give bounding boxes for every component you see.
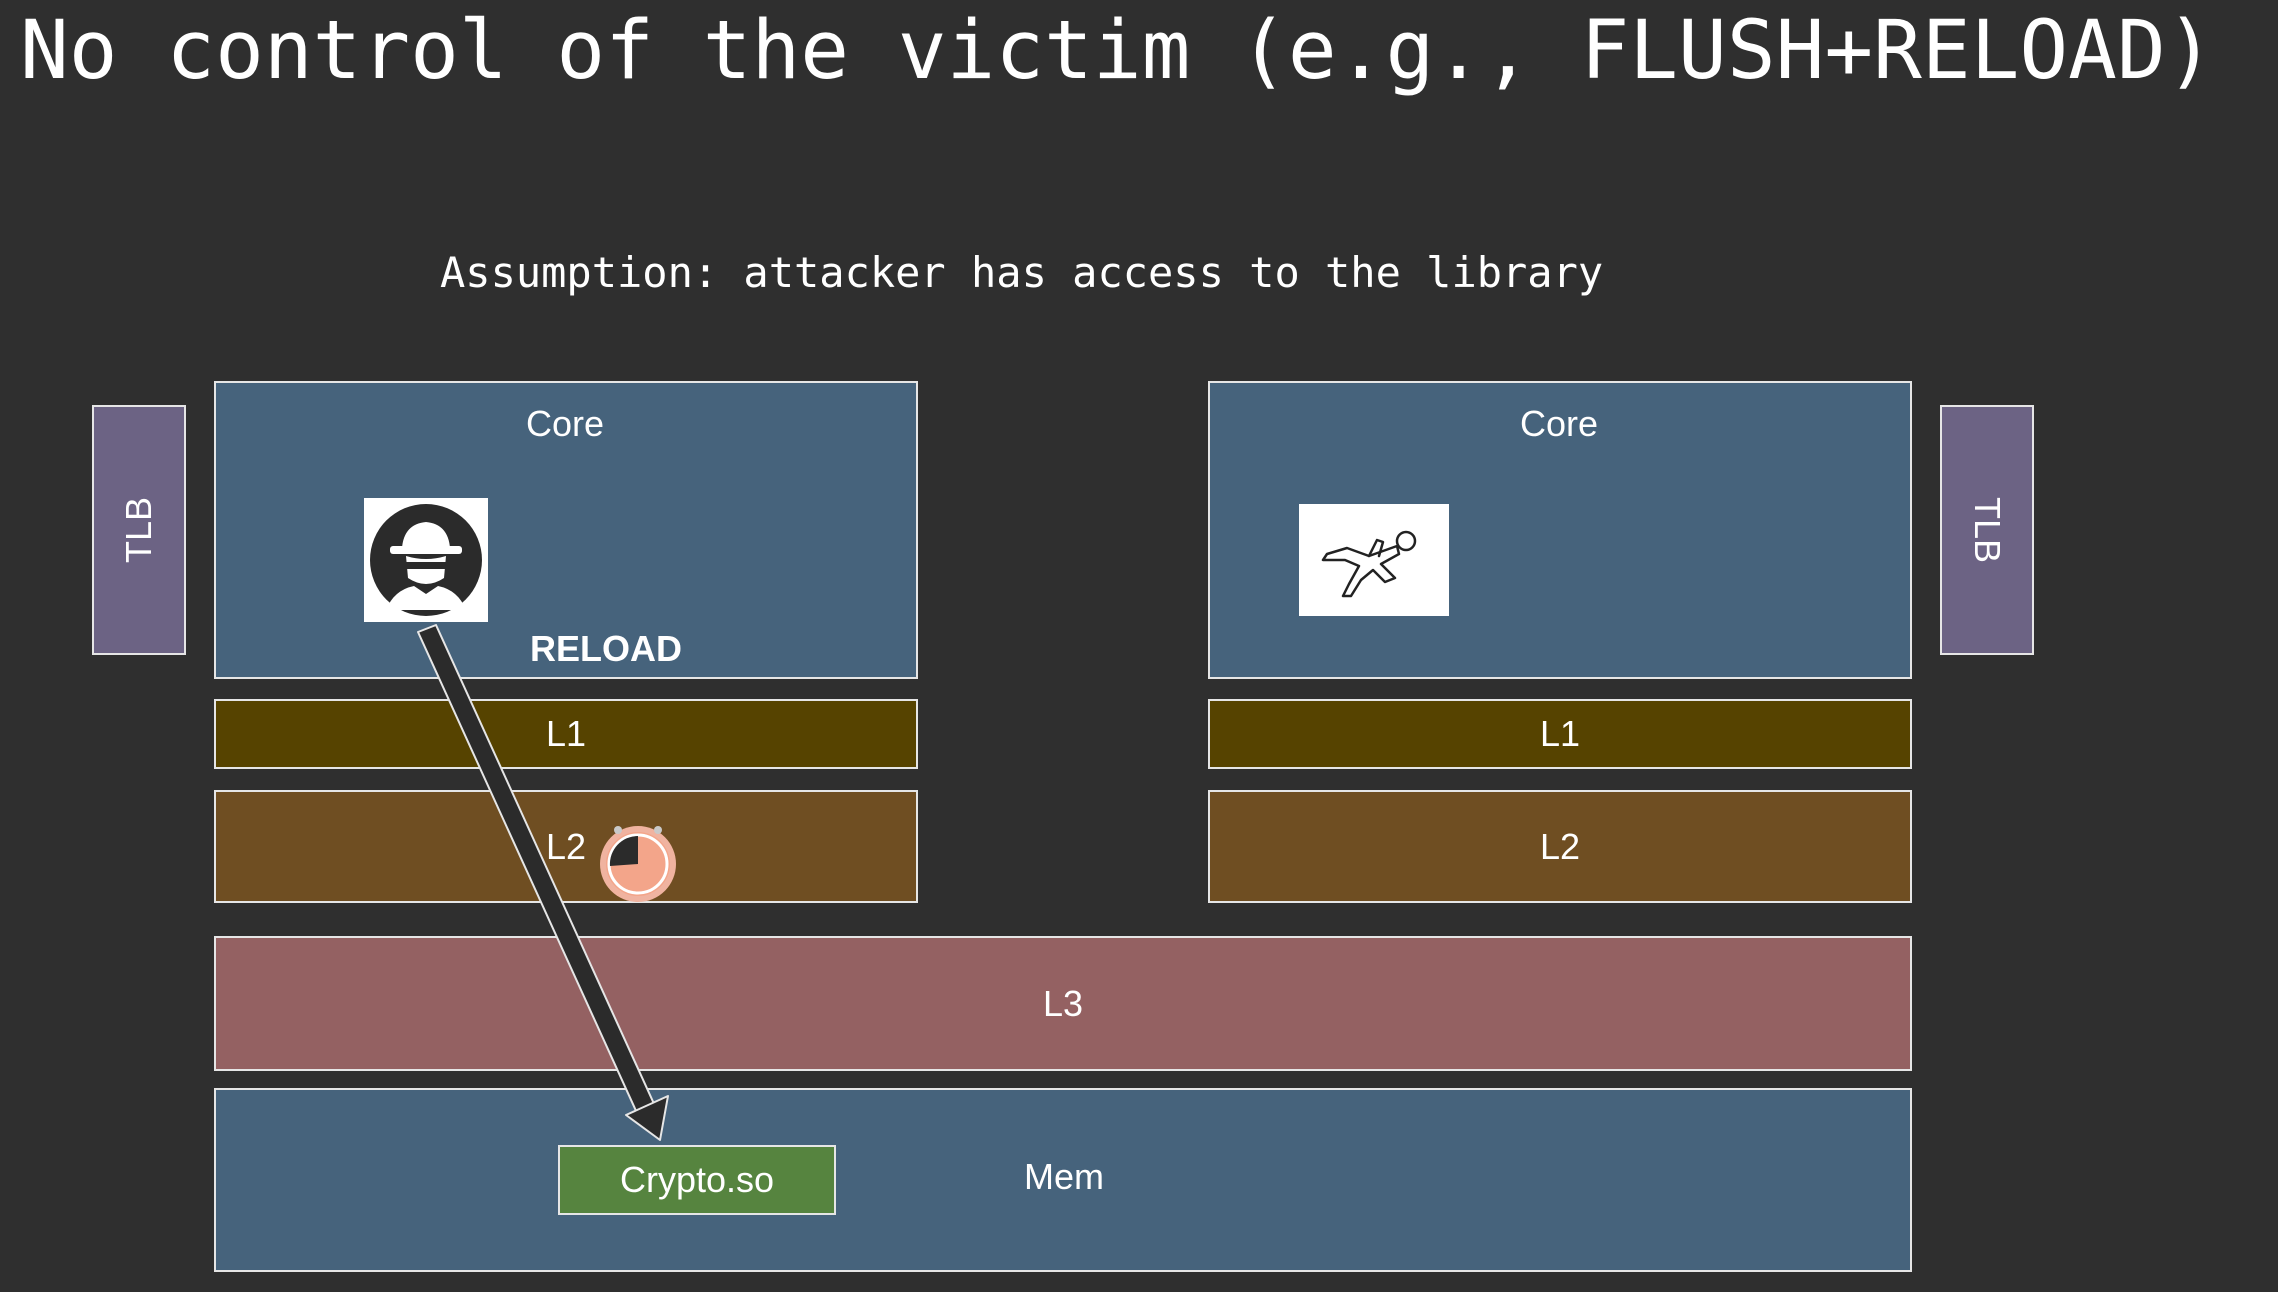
l3-label: L3 <box>1042 982 1084 1024</box>
slide-title: No control of the victim (e.g., FLUSH+RE… <box>20 4 2215 98</box>
reload-label: RELOAD <box>530 628 682 669</box>
crypto-library-label: Crypto.so <box>619 1159 775 1200</box>
left-l2-cache: L2 <box>214 790 918 903</box>
left-l1-cache: L1 <box>214 699 918 769</box>
right-l1-label: L1 <box>1539 713 1581 754</box>
left-l2-label: L2 <box>545 825 587 867</box>
mem-label: Mem <box>1024 1156 1104 1197</box>
victim-icon-card <box>1299 504 1449 616</box>
crypto-library: Crypto.so <box>558 1145 836 1215</box>
left-core-label: Core <box>526 403 605 444</box>
main-memory: Mem <box>214 1088 1912 1272</box>
left-tlb: TLB <box>92 405 186 655</box>
assumption-text: Assumption: attacker has access to the l… <box>440 248 1604 297</box>
right-l2-label: L2 <box>1539 825 1581 867</box>
right-l1-cache: L1 <box>1208 699 1912 769</box>
right-l2-cache: L2 <box>1208 790 1912 903</box>
left-l1-label: L1 <box>545 713 587 754</box>
timer-icon <box>600 826 676 902</box>
right-tlb: TLB <box>1940 405 2034 655</box>
reload-arrow-head <box>625 1095 669 1141</box>
reload-arrow-shaft <box>417 624 661 1125</box>
spy-icon <box>370 504 482 616</box>
l3-cache: L3 <box>214 936 1912 1071</box>
left-core: Core RELOAD <box>214 381 918 679</box>
attacker-icon-card <box>364 498 488 622</box>
right-core-label: Core <box>1520 403 1599 444</box>
chalk-outline-icon <box>1321 530 1417 598</box>
